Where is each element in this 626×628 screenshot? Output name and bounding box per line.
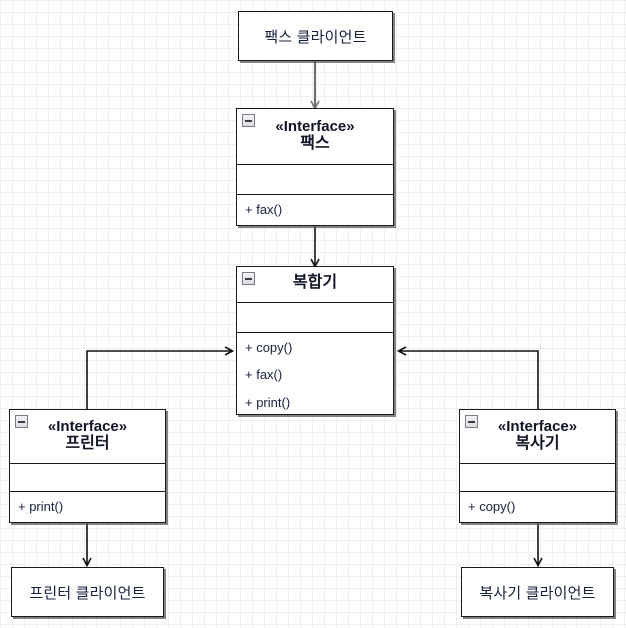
operation-item: + fax() (245, 367, 283, 383)
operation-item: + print() (18, 499, 64, 514)
operation-item: + copy() (245, 340, 293, 355)
collapse-minus-icon[interactable] (15, 415, 28, 428)
copier-interface-name: 복사기 (515, 434, 560, 452)
node-multifunction[interactable]: 복합기 + copy() + fax() + print() (236, 266, 394, 415)
collapse-minus-icon[interactable] (242, 272, 255, 285)
collapse-minus-icon[interactable] (465, 415, 478, 428)
fax-interface-stereotype: «Interface» (275, 117, 355, 135)
copier-interface-stereotype: «Interface» (497, 417, 578, 435)
node-printer-client-label: 프린터 클라이언트 (29, 584, 146, 602)
copier-interface-operations: + copy() (460, 492, 615, 522)
printer-interface-stereotype: «Interface» (47, 417, 128, 435)
node-fax-client[interactable]: 팩스 클라이언트 (238, 11, 393, 61)
node-copier-client-label: 복사기 클라이언트 (479, 584, 596, 602)
node-fax-interface[interactable]: «Interface» 팩스 + fax() (236, 108, 394, 226)
node-copier-interface[interactable]: «Interface» 복사기 + copy() (459, 409, 616, 523)
connector-printer-interface-to-multifunction (86, 346, 235, 409)
copier-interface-header: «Interface» 복사기 (460, 410, 615, 464)
fax-interface-header: «Interface» 팩스 (237, 109, 393, 165)
node-copier-client[interactable]: 복사기 클라이언트 (461, 567, 614, 617)
fax-interface-operations: + fax() (237, 195, 393, 225)
copier-interface-attributes (460, 464, 615, 492)
node-printer-client[interactable]: 프린터 클라이언트 (11, 567, 164, 617)
printer-interface-attributes (10, 464, 165, 492)
operation-item: + copy() (468, 499, 516, 514)
printer-interface-operations: + print() (10, 492, 165, 522)
fax-interface-name: 팩스 (300, 134, 330, 152)
collapse-minus-icon[interactable] (242, 114, 255, 127)
operation-item: + fax() (245, 202, 283, 217)
connector-copier-interface-to-multifunction (396, 346, 539, 409)
multifunction-header: 복합기 (237, 267, 393, 303)
operation-item: + print() (245, 394, 291, 410)
printer-interface-header: «Interface» 프린터 (10, 410, 165, 464)
fax-interface-attributes (237, 165, 393, 195)
multifunction-operations: + copy() + fax() + print() (237, 333, 393, 416)
multifunction-name: 복합기 (292, 274, 338, 292)
printer-interface-name: 프린터 (65, 434, 110, 452)
node-printer-interface[interactable]: «Interface» 프린터 + print() (9, 409, 166, 523)
node-fax-client-label: 팩스 클라이언트 (264, 28, 367, 46)
multifunction-attributes (237, 303, 393, 333)
